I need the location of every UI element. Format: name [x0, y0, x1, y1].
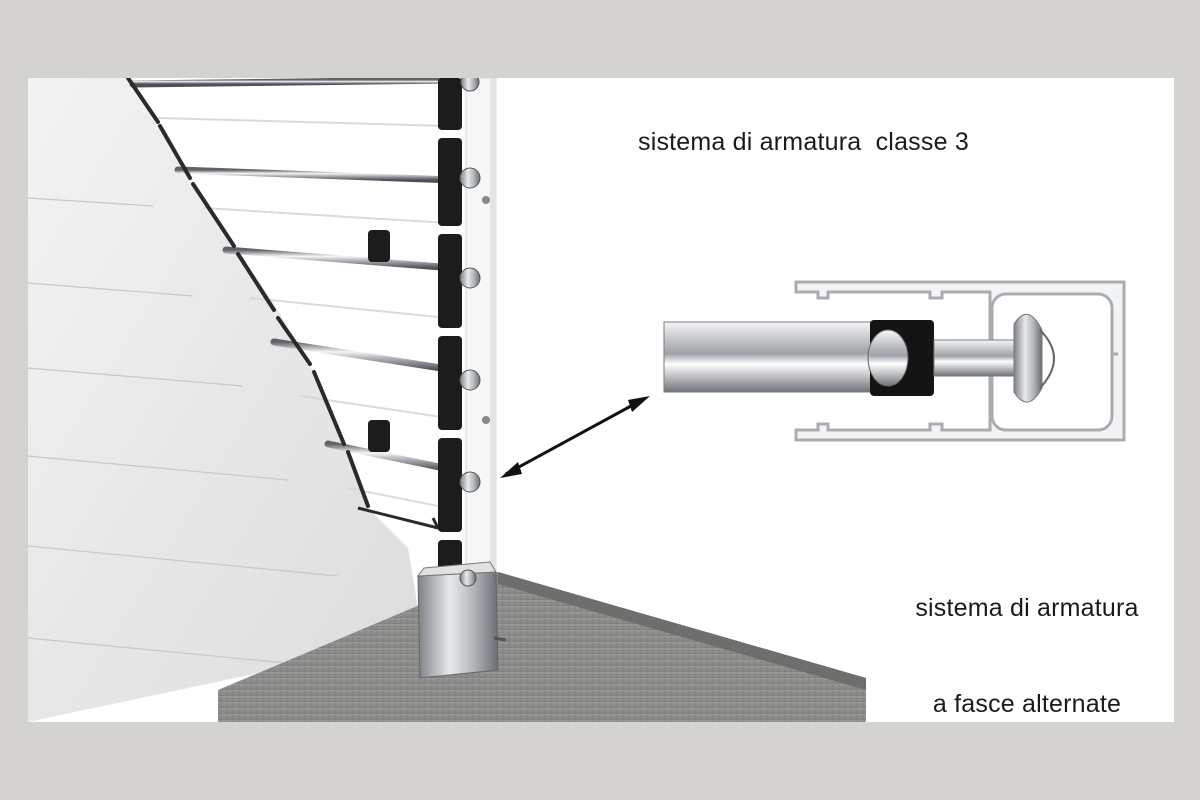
bolt-heads	[459, 78, 508, 493]
gasket-blocks	[438, 78, 462, 580]
caption-alternating-bands: sistema di armatura a fasce alternate	[896, 528, 1158, 722]
double-arrow-icon	[500, 396, 650, 478]
caption-line-2: a fasce alternate	[932, 690, 1122, 718]
caption-line-1: sistema di armatura	[915, 594, 1139, 622]
steel-base-box	[416, 561, 507, 679]
open-slats	[126, 78, 458, 531]
caption-class-3: sistema di armatura classe 3	[638, 128, 969, 156]
concrete-sill	[218, 572, 866, 722]
closed-slats	[28, 78, 423, 722]
shutter-illustration	[28, 78, 1126, 722]
detail-cross-section	[663, 280, 1126, 442]
illustration-panel: sistema di armatura classe 3 sistema di …	[28, 78, 1174, 722]
